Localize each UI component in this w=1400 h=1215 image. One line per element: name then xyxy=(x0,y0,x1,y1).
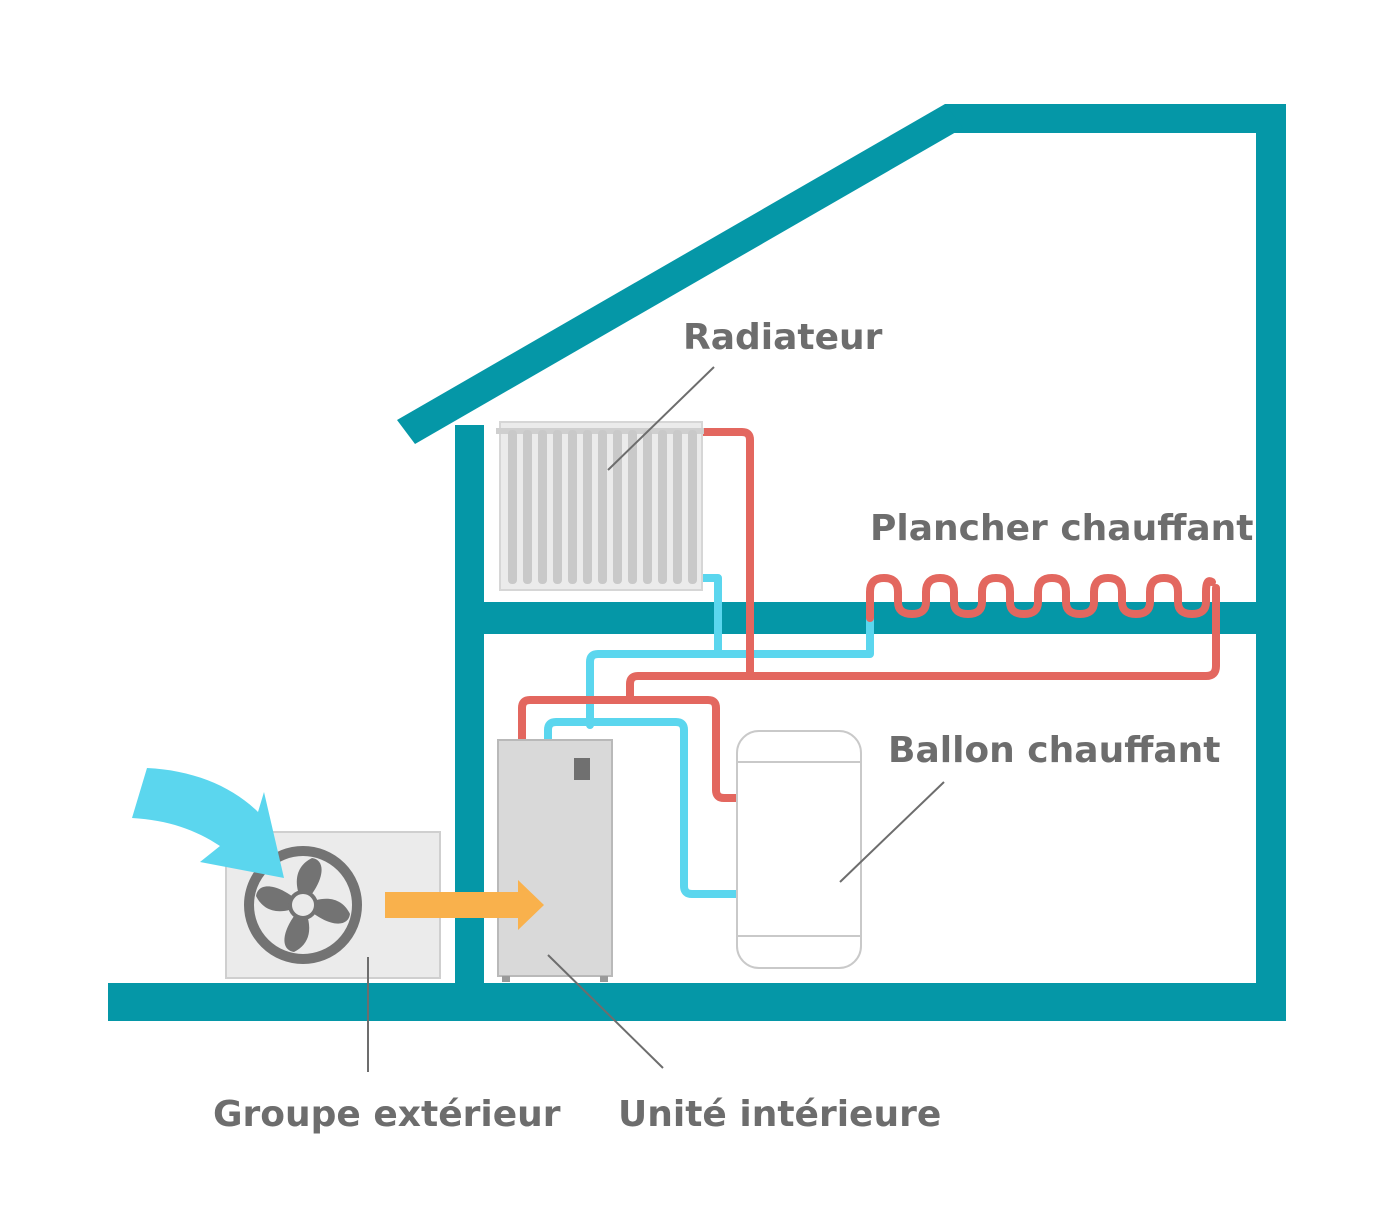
radiator-leader xyxy=(607,366,715,471)
air-intake-arrow-icon xyxy=(132,768,284,878)
underfloor-heating-coil xyxy=(866,574,1216,622)
indoor-unit-label: Unité intérieure xyxy=(618,1094,941,1135)
indoor-unit-cold-pipe xyxy=(544,718,746,898)
indoor-unit-leader xyxy=(547,954,664,1069)
fan-icon xyxy=(256,858,350,952)
left-wall xyxy=(455,425,484,985)
indoor-unit-display xyxy=(574,758,590,780)
ground-slab xyxy=(108,983,1286,1021)
underfloor-label: Plancher chauffant xyxy=(870,508,1254,549)
hot-water-tank xyxy=(736,730,862,969)
roof-top xyxy=(945,104,1286,133)
roof-slope xyxy=(397,104,963,444)
radiator-hot-pipe xyxy=(698,428,754,676)
leader-lines xyxy=(367,366,945,1072)
indoor-unit-foot-left xyxy=(502,976,510,982)
hot-main-pipe xyxy=(626,584,1220,704)
indoor-unit-foot-right xyxy=(600,976,608,982)
outdoor-unit-label: Groupe extérieur xyxy=(213,1094,561,1135)
indoor-unit-body xyxy=(497,739,613,977)
tank-leader xyxy=(839,781,945,883)
heat-transfer-arrow-icon xyxy=(385,880,544,930)
fan-ring xyxy=(244,846,362,964)
right-wall xyxy=(1256,104,1286,984)
tank-body xyxy=(736,730,862,969)
indoor-unit xyxy=(497,739,613,982)
radiator-label: Radiateur xyxy=(683,317,883,358)
house-structure xyxy=(108,104,1286,1021)
underfloor-cold-pipe xyxy=(586,614,874,729)
radiator-cold-pipe xyxy=(698,574,722,656)
radiator-fins xyxy=(508,430,697,584)
tank-label: Ballon chauffant xyxy=(888,730,1221,771)
radiator xyxy=(496,421,704,591)
